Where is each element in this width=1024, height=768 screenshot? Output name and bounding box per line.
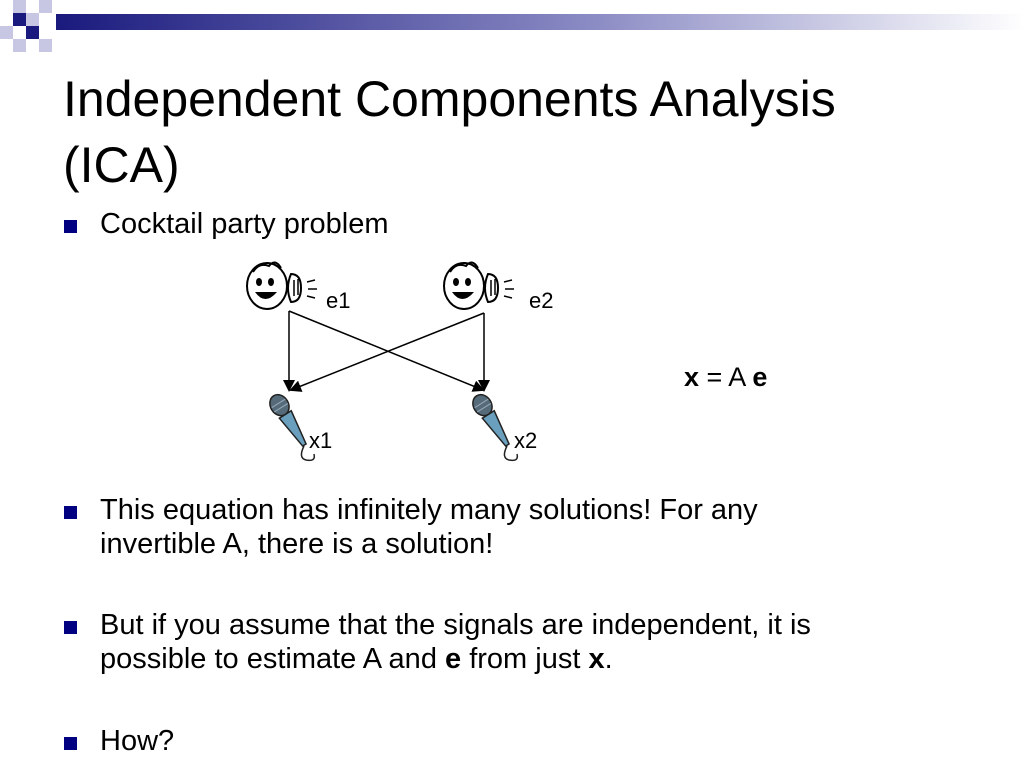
header-square — [39, 0, 52, 13]
bullet-line-part: . — [604, 643, 613, 675]
bullet-line-bold: e — [445, 643, 462, 675]
title-line-2: (ICA) — [63, 137, 180, 193]
bullet-marker — [64, 737, 77, 750]
header-square — [0, 0, 13, 13]
equation-middle: = A — [699, 362, 753, 392]
bullet-line: This equation has infinitely many soluti… — [100, 494, 758, 526]
bullet-text: Cocktail party problem — [100, 208, 389, 240]
microphone-label-x1: x1 — [309, 428, 332, 453]
microphone-label-x2: x2 — [514, 428, 537, 453]
bullet-line-part: from just — [461, 643, 589, 675]
slide-title: Independent Components Analysis (ICA) — [63, 66, 1003, 198]
equation-lhs: x — [684, 362, 700, 392]
header-square — [26, 13, 39, 26]
header-square — [26, 26, 39, 39]
arrow-e2-x1 — [289, 312, 485, 392]
bullet-text: But if you assume that the signals are i… — [100, 608, 980, 676]
header-gradient-bar — [56, 14, 1024, 30]
microphone-icon — [269, 393, 316, 462]
header-square — [26, 0, 39, 13]
bullet-line: But if you assume that the signals are i… — [100, 609, 811, 641]
speaker-label-e2: e2 — [529, 288, 553, 313]
header-square — [0, 26, 13, 39]
equation: x = A e — [684, 360, 767, 394]
bullet-marker — [64, 621, 77, 634]
bullet-line-bold: x — [588, 643, 605, 675]
header-square — [13, 39, 26, 52]
bullet-text: This equation has infinitely many soluti… — [100, 493, 980, 561]
header-decoration — [0, 0, 1024, 52]
microphone-icon — [472, 393, 519, 462]
bullet-marker — [64, 506, 77, 519]
bullet-line-part: possible to estimate A and — [100, 643, 445, 675]
speaker-label-e1: e1 — [326, 288, 350, 313]
bullet-marker — [64, 220, 77, 233]
bullet-line: invertible A, there is a solution! — [100, 528, 494, 560]
arrow-e1-x2 — [288, 310, 485, 392]
title-line-1: Independent Components Analysis — [63, 71, 836, 127]
speaker-face-icon — [443, 261, 514, 310]
header-square — [39, 13, 52, 26]
speaker-face-icon — [246, 261, 317, 310]
header-square — [39, 39, 52, 52]
header-square — [13, 0, 26, 13]
header-square — [13, 13, 26, 26]
equation-rhs: e — [752, 362, 768, 392]
bullet-text: How? — [100, 725, 175, 757]
